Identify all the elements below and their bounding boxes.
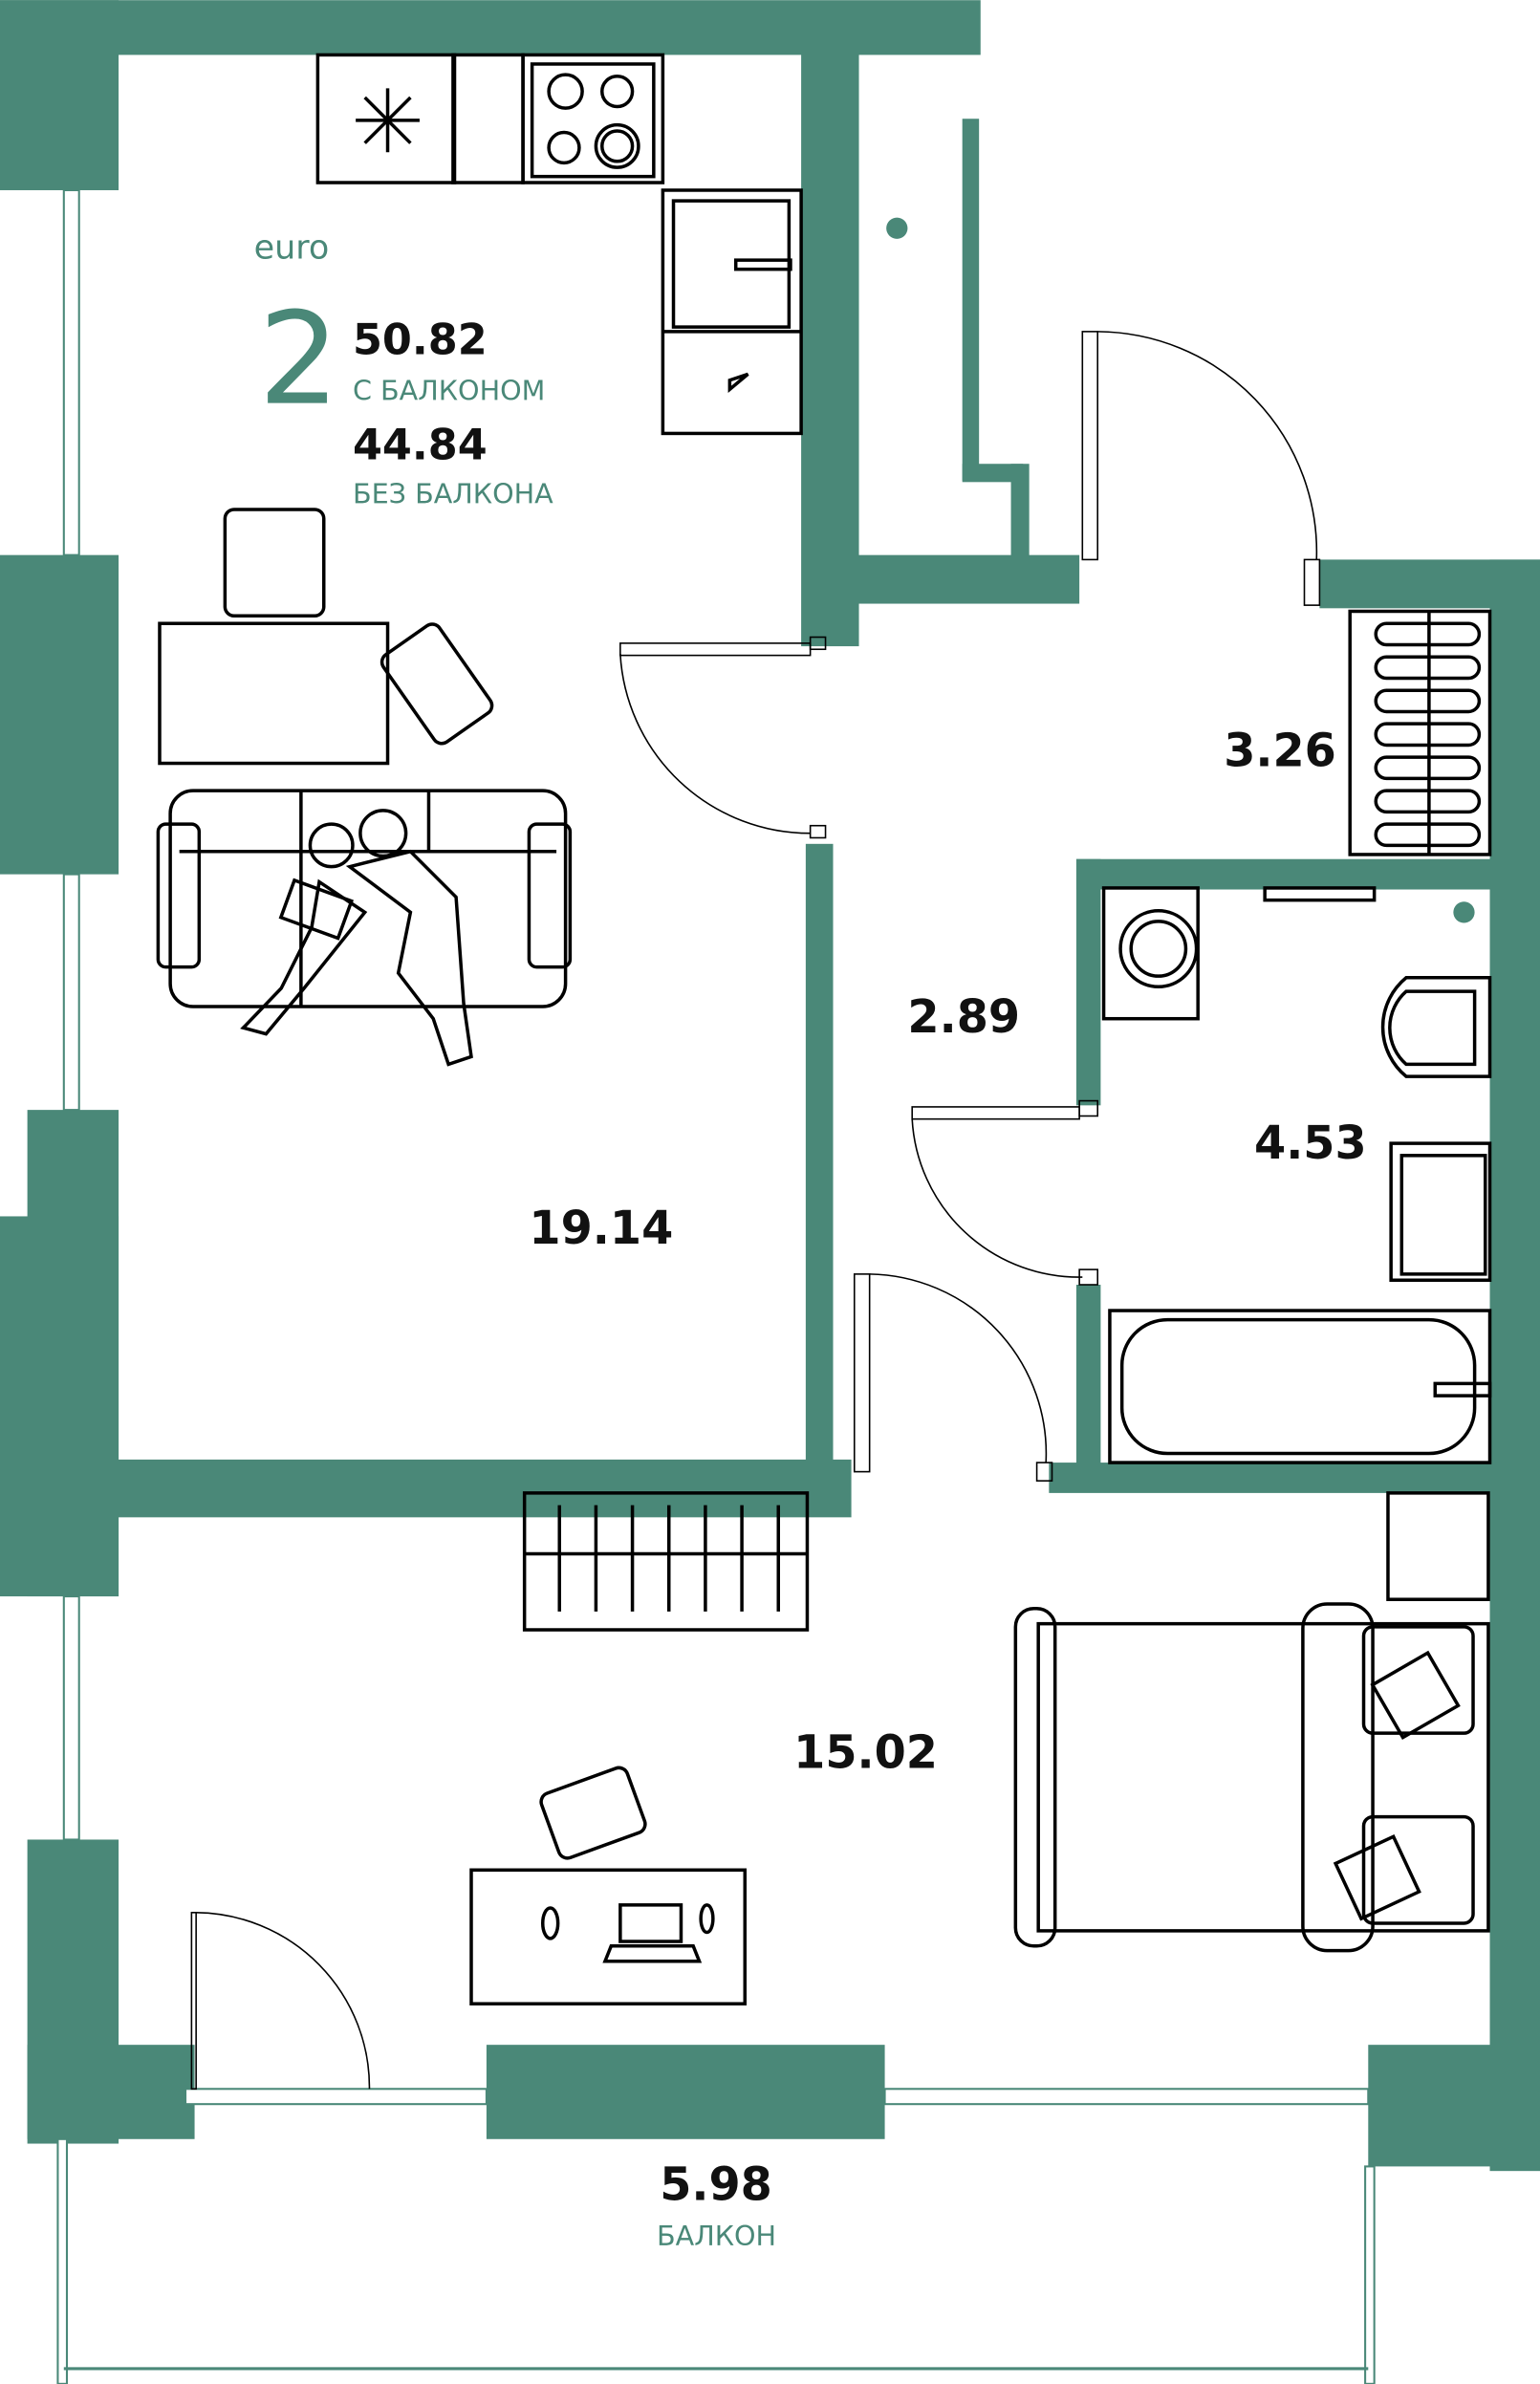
toilet-icon [1380,976,1492,1078]
sink-icon [1389,1141,1492,1282]
bathtub-icon [1108,1309,1492,1464]
without-balcony-label: БЕЗ БАЛКОНА [353,478,553,510]
bed-icon [1013,1602,1490,1953]
area-without-balcony: 44.84 [353,421,488,469]
walls [0,0,1540,2172]
room-area-bedroom: 15.02 [793,1727,938,1780]
balcony-label: БАЛКОН [657,2220,776,2252]
bedroom-furniture [469,1491,1490,2005]
windows [56,188,1376,2384]
living-furniture [156,508,573,1067]
washing-machine-icon [1101,886,1200,1021]
plan-type-label: euro [254,229,330,268]
rooms-count: 2 [258,285,339,434]
with-balcony-label: С БАЛКОНОМ [353,374,545,406]
room-area-bathroom: 4.53 [1254,1117,1367,1170]
room-area-balcony: 5.98 [660,2158,772,2211]
sink-icon [671,199,792,394]
stove-icon [521,53,665,184]
kitchen-furniture [315,53,803,436]
fridge-snowflake-icon [356,88,420,153]
summary: euro 2 50.82 С БАЛКОНОМ 44.84 БЕЗ БАЛКОН… [254,229,554,510]
room-area-hallway: 2.89 [907,991,1020,1044]
desk-icon [158,508,494,766]
bathroom-furniture [886,217,1492,1464]
room-area-wardrobe: 3.26 [1224,726,1336,778]
people-icon [240,809,473,1067]
desk-icon [469,1766,748,2005]
room-labels: 19.14 15.02 2.89 3.26 4.53 5.98 БАЛКОН [529,726,1366,2252]
doors [190,331,1321,2091]
radiator-icon [522,1491,810,1632]
room-area-living: 19.14 [529,1203,673,1255]
radiator-icon [1348,609,1492,856]
area-with-balcony: 50.82 [353,316,488,365]
